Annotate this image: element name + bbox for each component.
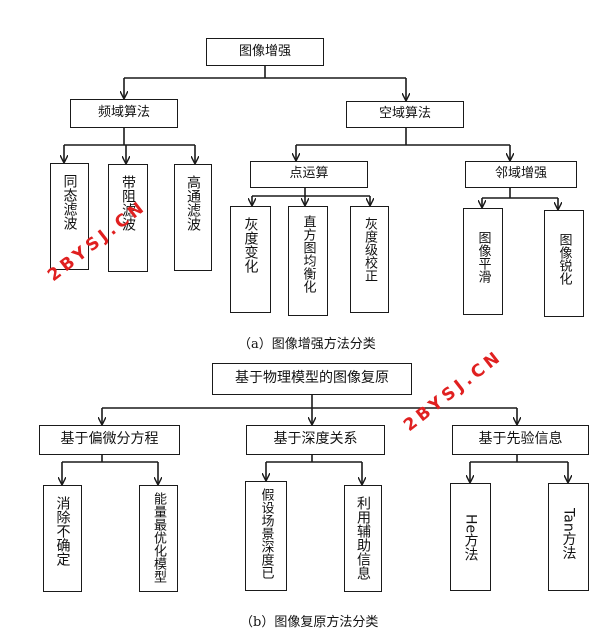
node-label: 基于偏微分方程 [60, 431, 159, 448]
leaf-gray-level-correction: 灰度级校正 [350, 206, 389, 313]
node-physical-model-restoration: 基于物理模型的图像复原 [212, 363, 412, 395]
node-label: 基于物理模型的图像复原 [235, 370, 389, 387]
node-depth-based: 基于深度关系 [246, 425, 385, 455]
node-frequency-domain: 频域算法 [70, 99, 178, 128]
node-label: 图像增强 [238, 43, 291, 59]
leaf-energy-optimization: 能量最优化模型 [139, 485, 178, 592]
node-pde-based: 基于偏微分方程 [39, 425, 180, 455]
leaf-he-method: He方法 [450, 483, 491, 591]
node-spatial-domain: 空域算法 [346, 101, 464, 128]
leaf-label: 灰度变化 [242, 217, 259, 273]
leaf-bandstop-filter: 带阻滤波 [108, 164, 148, 272]
leaf-label: 图像锐化 [556, 233, 572, 285]
caption-a: （a）图像增强方法分类 [238, 337, 376, 352]
caption-b: （b）图像复原方法分类 [240, 615, 379, 630]
node-point-operation: 点运算 [250, 161, 368, 188]
leaf-label: 同态滤波 [61, 174, 78, 230]
leaf-label: Tan方法 [560, 508, 577, 560]
leaf-histogram-equalization: 直方图均衡化 [288, 206, 328, 316]
leaf-label: 带阻滤波 [120, 175, 136, 231]
leaf-label: 直方图均衡化 [300, 215, 316, 293]
leaf-label: 利用辅助信息 [355, 496, 371, 580]
leaf-image-sharpening: 图像锐化 [544, 210, 584, 317]
leaf-label: 消除不确定 [54, 496, 71, 566]
leaf-highpass-filter: 高通滤波 [174, 164, 212, 271]
node-neighborhood-enhancement: 邻域增强 [465, 161, 577, 188]
leaf-homomorphic-filter: 同态滤波 [50, 163, 89, 270]
leaf-image-smoothing: 图像平滑 [463, 208, 503, 315]
leaf-label: 图像平滑 [475, 231, 491, 283]
node-label: 频域算法 [97, 105, 150, 121]
node-label: 基于深度关系 [273, 431, 358, 448]
node-prior-based: 基于先验信息 [452, 425, 589, 455]
leaf-scene-depth-assumption: 假设场景深度已 [245, 481, 287, 591]
leaf-label: 假设场景深度已 [258, 488, 274, 579]
node-label: 基于先验信息 [478, 431, 563, 448]
leaf-gray-transform: 灰度变化 [230, 206, 271, 313]
leaf-label: He方法 [462, 514, 479, 562]
leaf-label: 高通滤波 [185, 175, 201, 231]
leaf-auxiliary-information: 利用辅助信息 [344, 485, 382, 592]
node-label: 空域算法 [378, 106, 431, 122]
node-label: 邻域增强 [494, 166, 547, 182]
node-image-enhancement: 图像增强 [206, 38, 324, 66]
leaf-label: 能量最优化模型 [151, 492, 166, 583]
leaf-eliminate-uncertainty: 消除不确定 [43, 485, 82, 592]
node-label: 点运算 [289, 166, 329, 182]
leaf-tan-method: Tan方法 [548, 483, 589, 591]
leaf-label: 灰度级校正 [362, 217, 377, 282]
